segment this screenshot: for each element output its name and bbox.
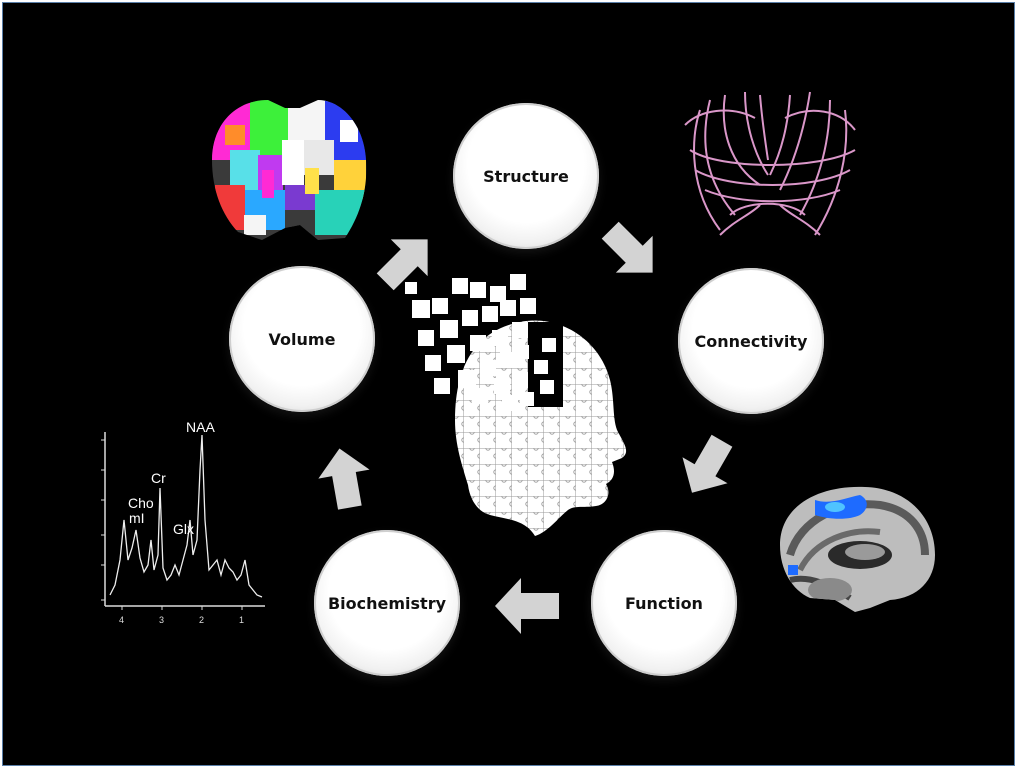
arrow-connectivity-to-function [682, 434, 733, 493]
arrow-structure-to-connectivity [601, 221, 653, 273]
node-volume-label: Volume [268, 329, 336, 349]
peak-label-naa: NAA [186, 419, 215, 435]
flow-arrows [318, 221, 733, 634]
node-structure-label: Structure [483, 166, 569, 186]
peak-label-glx: Glx [173, 521, 194, 537]
x-tick-4: 4 [119, 615, 124, 625]
node-biochemistry: Biochemistry [314, 530, 460, 676]
sagittal-activation-image [780, 486, 935, 612]
node-volume: Volume [229, 266, 375, 412]
node-biochemistry-label: Biochemistry [327, 593, 447, 613]
node-structure: Structure [453, 103, 599, 249]
arrow-function-to-biochemistry [495, 578, 559, 634]
x-tick-1: 1 [239, 615, 244, 625]
tractography-image [684, 91, 856, 236]
node-connectivity-label: Connectivity [694, 331, 808, 351]
node-function-label: Function [625, 593, 703, 613]
arrow-volume-to-structure [376, 239, 428, 291]
peak-label-cr: Cr [151, 470, 166, 486]
mr-spectrum-plot [101, 432, 265, 610]
node-connectivity: Connectivity [678, 268, 824, 414]
node-function: Function [591, 530, 737, 676]
x-tick-3: 3 [159, 615, 164, 625]
coronal-segmentation-image [212, 100, 367, 240]
x-tick-2: 2 [199, 615, 204, 625]
peak-label-cho: Cho [128, 495, 154, 511]
peak-label-mi: mI [129, 510, 145, 526]
puzzle-head-image [405, 274, 627, 536]
arrow-biochemistry-to-volume [318, 448, 370, 510]
